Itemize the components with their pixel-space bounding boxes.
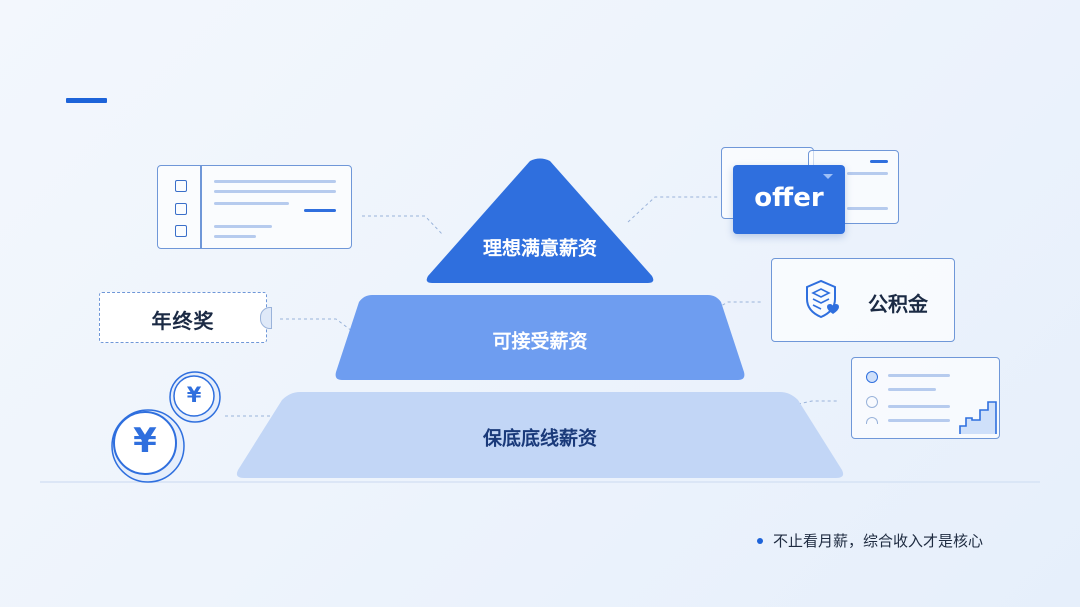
coin-small-symbol: ¥ [186, 383, 202, 407]
footer-note: 不止看月薪，综合收入才是核心 [757, 530, 983, 551]
pyramid-tier-bottom [236, 392, 844, 478]
offer-card: offer [733, 165, 845, 234]
text-line [214, 225, 272, 228]
year-end-bonus-label: 年终奖 [151, 309, 215, 333]
person-icon [866, 417, 878, 424]
footer-note-text: 不止看月薪，综合收入才是核心 [773, 532, 984, 550]
text-line [888, 419, 950, 422]
coin-large [111, 409, 185, 483]
checkbox-icon [175, 180, 187, 192]
year-end-bonus-ticket: 年终奖 [99, 292, 272, 343]
check-circle-icon [866, 371, 878, 383]
bullet-icon [757, 537, 763, 544]
text-line [214, 180, 336, 183]
text-line [847, 172, 888, 175]
stats-card [851, 357, 1000, 439]
housing-fund-label: 公积金 [868, 292, 928, 316]
checkbox-icon [175, 203, 187, 215]
title-accent-bar [66, 98, 107, 103]
housing-fund-card: 公积金 [771, 258, 955, 342]
text-line [888, 388, 936, 391]
shield-check-icon [806, 279, 839, 319]
text-line [214, 202, 289, 205]
coin-large-symbol: ¥ [133, 421, 157, 461]
coin-small [169, 371, 221, 423]
text-line [888, 374, 950, 377]
offer-label: offer [754, 183, 824, 213]
pyramid-tier-middle [335, 295, 745, 380]
pyramid-tier-top-label: 理想满意薪资 [482, 237, 598, 260]
pyramid-tier-middle-label: 可接受薪资 [492, 330, 588, 353]
highlight-line [304, 209, 336, 212]
checkbox-icon [175, 225, 187, 237]
text-line [888, 405, 950, 408]
highlight-line [870, 160, 888, 163]
pyramid-tier-top [426, 158, 654, 283]
text-line [214, 190, 336, 193]
pin-icon [866, 396, 878, 408]
offer-card-chevron [823, 174, 833, 179]
checklist-divider [200, 166, 202, 248]
text-line [214, 235, 256, 238]
checklist-card [157, 165, 352, 249]
ticket-notch-right [260, 307, 272, 329]
text-line [847, 207, 888, 210]
pyramid-tier-bottom-label: 保底底线薪资 [482, 427, 598, 450]
growth-steps-icon [959, 401, 997, 434]
